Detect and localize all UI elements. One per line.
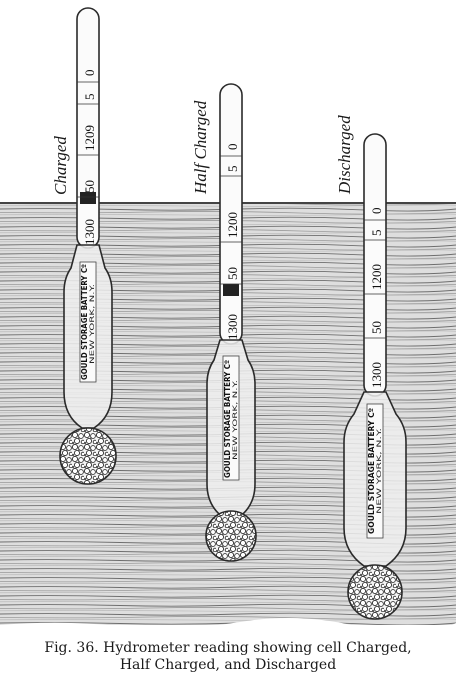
state-label-charged: Charged bbox=[51, 136, 70, 195]
scale-label: 0 bbox=[369, 208, 384, 215]
figure-caption: Fig. 36. Hydrometer reading showing cell… bbox=[0, 640, 456, 674]
state-label-half-charged: Half Charged bbox=[191, 100, 210, 195]
bulb-inscription: NEW YORK, N.Y. bbox=[232, 380, 239, 460]
scale-label: 1300 bbox=[82, 219, 97, 245]
bulb-inscription: NEW YORK, N.Y. bbox=[89, 284, 96, 364]
bulb-inscription: GOULD STORAGE BATTERY Cº bbox=[367, 408, 376, 534]
scale-label: 5 bbox=[369, 230, 384, 237]
scale-label: 5 bbox=[225, 166, 240, 173]
scale-label: 50 bbox=[225, 267, 240, 280]
caption-line-1: Fig. 36. Hydrometer reading showing cell… bbox=[0, 640, 456, 657]
scale-label: 5 bbox=[82, 94, 97, 101]
scale-label: 1200 bbox=[225, 212, 240, 238]
scale-label: 1200 bbox=[369, 264, 384, 290]
state-label-discharged: Discharged bbox=[335, 115, 354, 195]
bulb-inscription: GOULD STORAGE BATTERY Cº bbox=[80, 264, 89, 380]
scale-label: 50 bbox=[82, 180, 97, 193]
bulb-inscription: GOULD STORAGE BATTERY Cº bbox=[223, 360, 232, 478]
scale-label: 0 bbox=[82, 70, 97, 77]
caption-line-2: Half Charged, and Discharged bbox=[0, 657, 456, 674]
shot-bulb-charged bbox=[60, 428, 116, 484]
scale-label: 1300 bbox=[369, 362, 384, 388]
scale-label: 0 bbox=[225, 144, 240, 151]
scale-label: 1300 bbox=[225, 314, 240, 340]
shot-bulb-discharged bbox=[348, 565, 402, 619]
bulb-inscription: NEW YORK, N.Y. bbox=[376, 428, 383, 514]
shot-bulb-half-charged bbox=[206, 511, 256, 561]
scale-label: 1209 bbox=[82, 125, 97, 151]
scale-label: 50 bbox=[369, 321, 384, 334]
